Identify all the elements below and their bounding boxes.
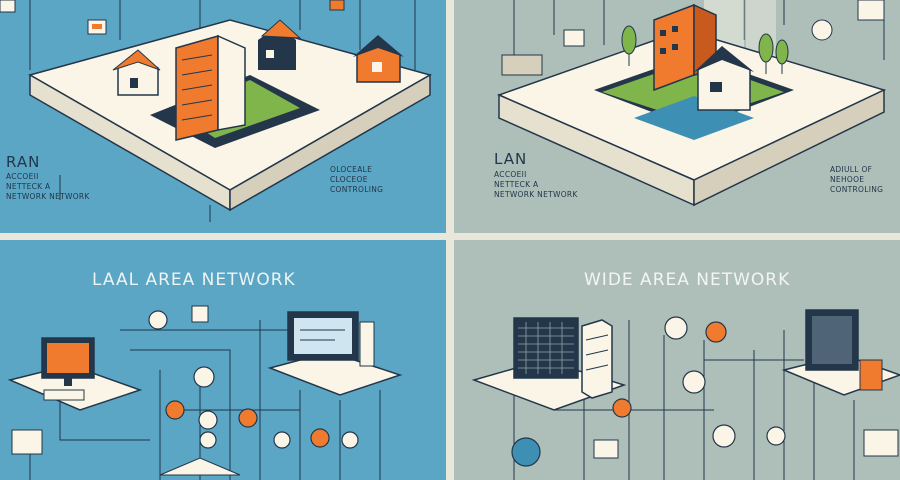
globe-icon	[511, 437, 541, 467]
globe-icon	[811, 19, 833, 41]
office-building-icon	[175, 34, 246, 141]
house-icon	[112, 49, 161, 96]
house-icon	[694, 46, 754, 111]
lan-caption-line: ADIULL OF	[830, 165, 873, 174]
ran-title: RAN	[6, 153, 41, 171]
lan-subtitle-line: NETWORK NETWORK	[494, 190, 578, 199]
panel-lan: LAN ACCOEII NETTECK A NETWORK NETWORK AD…	[454, 0, 900, 233]
globe-icon	[664, 316, 688, 340]
lan-subtitle-line: ACCOEII	[494, 170, 527, 179]
lan-subtitle-line: NETTECK A	[494, 180, 539, 189]
computer-monitor-icon	[41, 337, 95, 386]
tree-icon	[621, 25, 637, 66]
lan-subtitle: ACCOEII NETTECK A NETWORK NETWORK	[494, 170, 578, 200]
lan-title: LAN	[494, 150, 528, 168]
lan-caption-line: NEHOOE	[830, 175, 865, 184]
server-tower-icon	[581, 319, 613, 399]
lan-caption-line: CONTROLING	[830, 185, 884, 194]
house-icon	[353, 35, 404, 83]
house-icon	[258, 19, 302, 70]
keyboard-icon	[863, 429, 899, 457]
ran-subtitle-line: NETTECK A	[6, 182, 51, 191]
computer-monitor-icon	[805, 309, 883, 391]
globe-icon	[682, 370, 706, 394]
ran-subtitle-line: NETWORK NETWORK	[6, 192, 90, 201]
panel-local-area-network: LAAL AREA NETWORK	[0, 240, 446, 480]
wifi-icon	[612, 398, 632, 418]
router-icon	[148, 310, 168, 330]
ran-caption-line: OLOCEALE	[330, 165, 373, 174]
local-area-heading: LAAL AREA NETWORK	[92, 270, 296, 290]
panel-ran: RAN ACCOEII NETTECK A NETWORK NETWORK OL…	[0, 0, 446, 233]
tree-icon	[775, 39, 789, 74]
tree-icon	[758, 33, 774, 74]
server-tower-icon	[501, 54, 543, 76]
ran-subtitle-line: ACCOEII	[6, 172, 39, 181]
computer-monitor-icon	[287, 311, 375, 367]
keyboard-icon	[43, 389, 85, 401]
keyboard-icon	[11, 429, 43, 455]
wide-area-illustration	[471, 309, 900, 480]
ran-illustration	[0, 0, 432, 222]
ran-subtitle: ACCOEII NETTECK A NETWORK NETWORK	[6, 172, 90, 202]
lan-caption: ADIULL OF NEHOOE CONTROLING	[830, 165, 883, 195]
wide-area-heading: WIDE AREA NETWORK	[584, 270, 791, 290]
ran-caption: OLOCEALE CLOCEOE CONTROLING	[330, 165, 383, 195]
panel-wide-area-network: WIDE AREA NETWORK	[454, 240, 900, 480]
ran-caption-line: CLOCEOE	[330, 175, 368, 184]
wifi-icon	[193, 366, 215, 388]
lan-illustration	[496, 0, 887, 207]
local-area-illustration	[7, 305, 403, 480]
computer-monitor-icon	[513, 317, 579, 379]
ran-caption-line: CONTROLING	[330, 185, 384, 194]
